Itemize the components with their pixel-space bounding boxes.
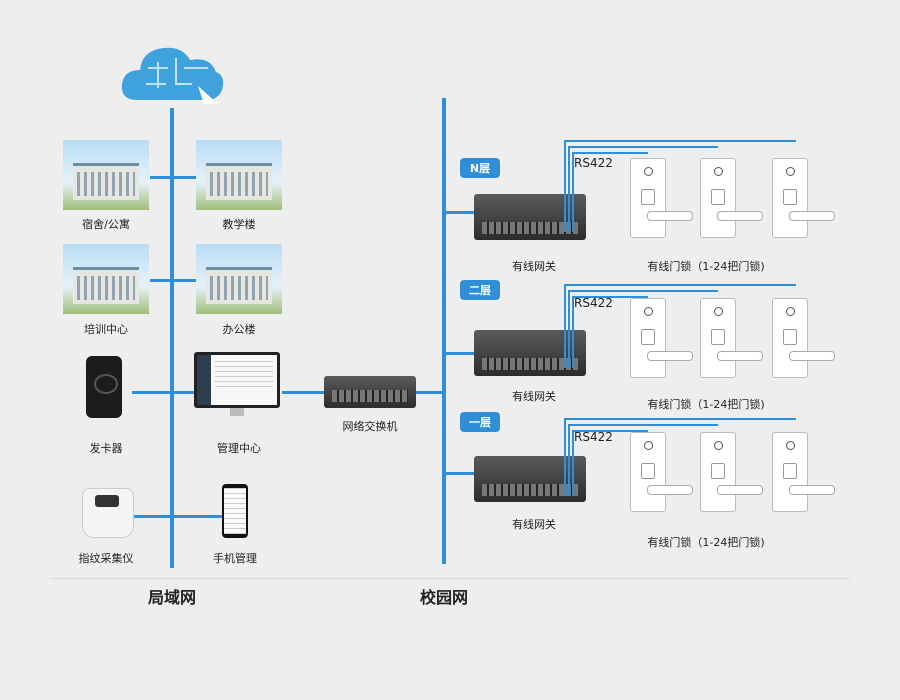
training-building-image: [63, 244, 149, 314]
locks-label: 有线门锁（1-24把门锁): [647, 398, 765, 411]
protocol-label: RS422: [574, 156, 613, 170]
dorm-building-image: [63, 140, 149, 210]
card-issuer-label: 发卡器: [89, 442, 123, 455]
floor-2-connector: [446, 352, 474, 355]
floor-badge: N层: [460, 158, 500, 178]
rs422-wire: [572, 430, 574, 496]
door-lock-icon: [772, 158, 835, 238]
rs422-wire: [568, 146, 718, 148]
rs422-wire: [572, 296, 648, 298]
fingerprint-connector: [132, 515, 222, 518]
door-lock-icon: [700, 158, 763, 238]
rs422-wire: [572, 430, 648, 432]
floor-n-connector: [446, 211, 474, 214]
office-label: 办公楼: [222, 323, 256, 336]
fingerprint-label: 指纹采集仪: [78, 552, 134, 565]
gateway-label: 有线网关: [512, 390, 556, 403]
rs422-wire: [568, 146, 570, 232]
rs422-wire: [568, 424, 718, 426]
card-reader-icon: [86, 356, 122, 418]
cloud-icon: [121, 47, 224, 104]
floor-1-connector: [446, 472, 474, 475]
card-issuer-connector: [132, 391, 198, 394]
management-label: 管理中心: [217, 442, 261, 455]
rs422-wire: [568, 290, 718, 292]
mobile-label: 手机管理: [213, 552, 257, 565]
teaching-label: 教学楼: [222, 218, 256, 231]
rs422-wire: [564, 140, 796, 142]
center-connector: [282, 391, 330, 394]
training-connector: [150, 279, 196, 282]
rs422-wire: [572, 296, 574, 368]
lan-label: 局域网: [148, 588, 197, 607]
rs422-wire: [568, 290, 570, 368]
gateway-label: 有线网关: [512, 260, 556, 273]
rs422-wire: [572, 152, 648, 154]
dorm-label: 宿舍/公寓: [82, 218, 130, 231]
rs422-wire: [572, 152, 574, 232]
door-lock-icon: [772, 432, 835, 512]
rs422-wire: [564, 418, 566, 496]
dorm-connector: [150, 176, 196, 179]
door-lock-icon: [700, 298, 763, 378]
gateway-switch-icon: [474, 330, 586, 376]
protocol-label: RS422: [574, 296, 613, 310]
gateway-switch-icon: [474, 456, 586, 502]
door-lock-icon: [700, 432, 763, 512]
campus-backbone-line: [442, 98, 446, 564]
center-switch-label: 网络交换机: [342, 420, 398, 433]
locks-label: 有线门锁（1-24把门锁): [647, 536, 765, 549]
lan-backbone-line: [170, 108, 174, 568]
door-lock-icon: [630, 432, 693, 512]
door-lock-icon: [630, 298, 693, 378]
gateway-label: 有线网关: [512, 518, 556, 531]
network-switch-icon: [324, 376, 416, 408]
locks-label: 有线门锁（1-24把门锁): [647, 260, 765, 273]
rs422-wire: [564, 284, 566, 368]
rs422-wire: [568, 424, 570, 496]
phone-icon: [222, 484, 248, 538]
campus-label: 校园网: [420, 588, 469, 607]
floor-badge: 二层: [460, 280, 500, 300]
door-lock-icon: [630, 158, 693, 238]
rs422-wire: [564, 418, 796, 420]
floor-badge: 一层: [460, 412, 500, 432]
protocol-label: RS422: [574, 430, 613, 444]
bottom-divider: [50, 578, 850, 579]
switch-campus-connector: [412, 391, 444, 394]
rs422-wire: [564, 284, 796, 286]
office-building-image: [196, 244, 282, 314]
teaching-building-image: [196, 140, 282, 210]
fingerprint-scanner-icon: [82, 488, 134, 538]
gateway-switch-icon: [474, 194, 586, 240]
door-lock-icon: [772, 298, 835, 378]
monitor-icon: [194, 352, 282, 418]
training-label: 培训中心: [84, 323, 128, 336]
rs422-wire: [564, 140, 566, 232]
